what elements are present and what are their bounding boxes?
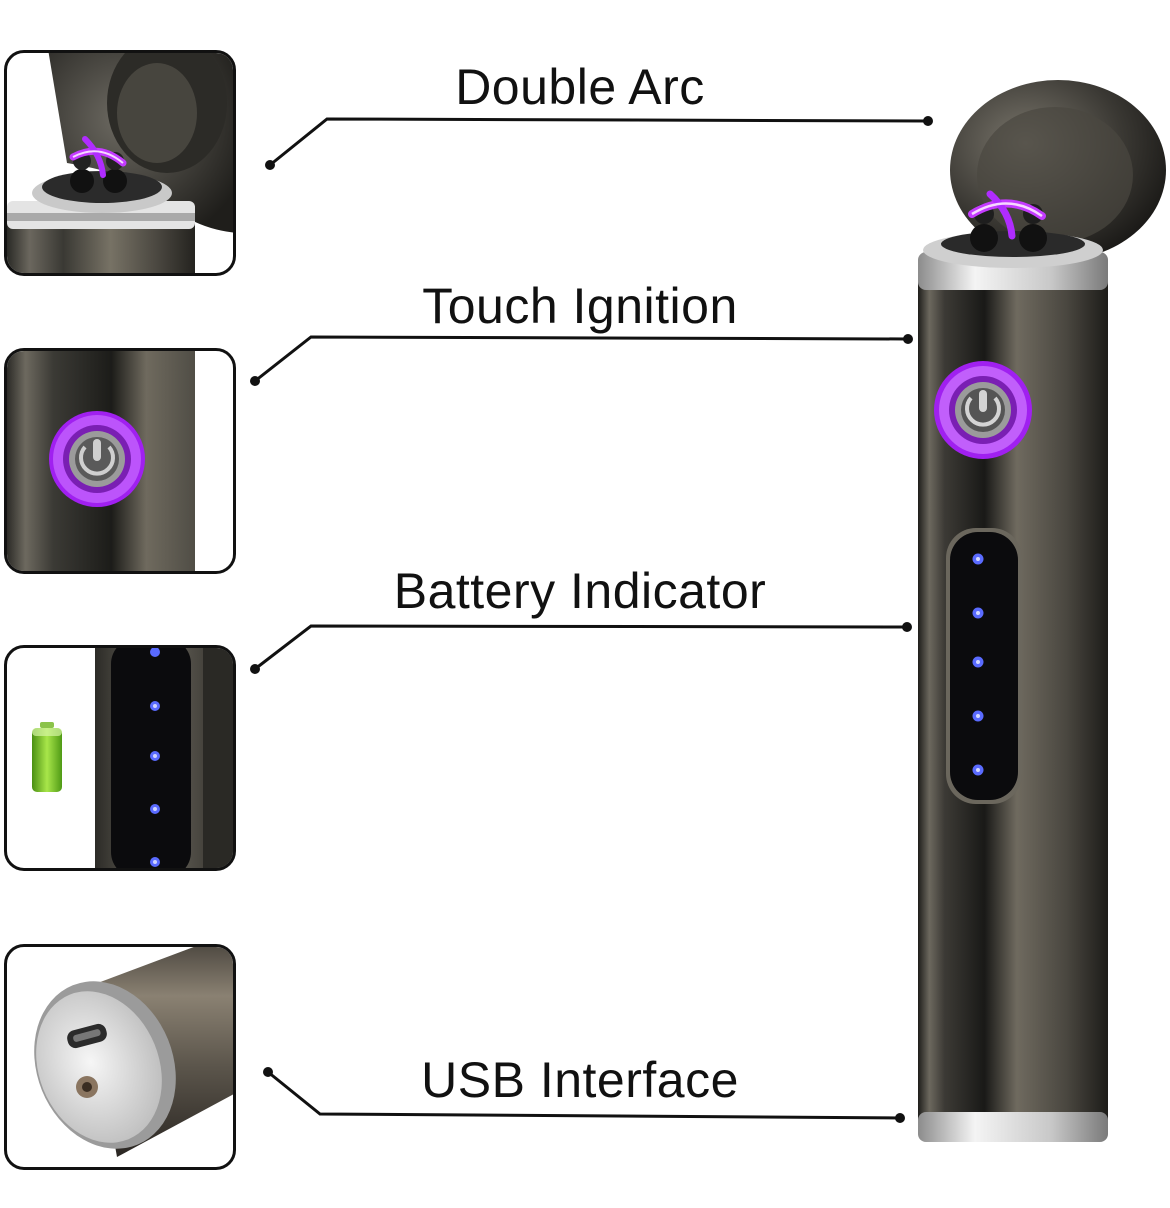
panel-usb-interface [4,944,236,1170]
leader-line-battery-indicator [254,624,908,671]
leader-dot [895,1113,905,1123]
leader-line-touch-ignition [254,335,909,383]
touch-ignition-icon [934,361,1032,459]
double-arc-icon [968,190,1046,240]
leader-dot [903,334,913,344]
bottom-chrome-ring [918,1112,1108,1142]
label-double-arc: Double Arc [455,59,705,115]
panel-battery-indicator [4,645,236,871]
panel-touch-ignition [4,348,236,574]
battery-indicator-window [946,528,1022,804]
panel-double-arc [4,50,236,276]
battery-icon [32,722,62,792]
leader-dot [902,622,912,632]
leader-dot [265,160,275,170]
leader-dot [263,1067,273,1077]
label-touch-ignition: Touch Ignition [422,278,738,334]
leader-dot [923,116,933,126]
leader-line-usb-interface [267,1070,901,1120]
label-usb-interface: USB Interface [421,1052,739,1108]
leader-dot [250,664,260,674]
leader-line-double-arc [269,117,929,167]
label-battery-indicator: Battery Indicator [393,563,767,619]
leader-dot [250,376,260,386]
